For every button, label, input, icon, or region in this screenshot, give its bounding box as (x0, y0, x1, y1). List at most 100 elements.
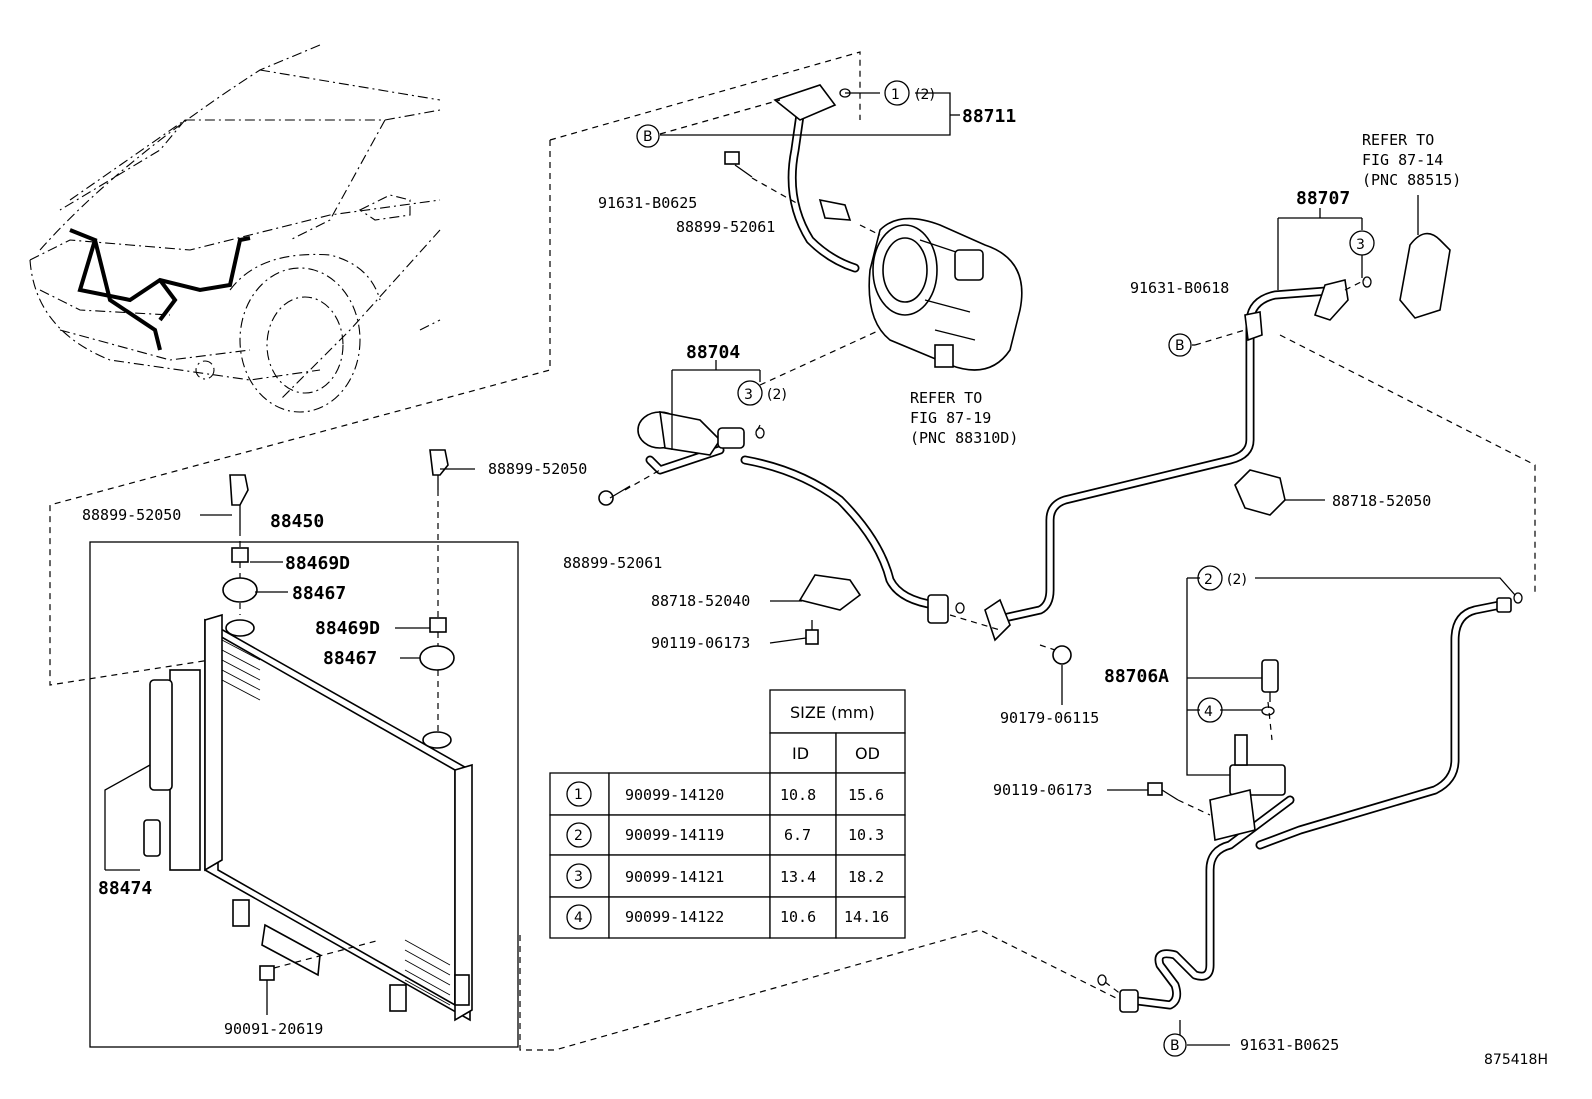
pressure-switch (1261, 659, 1279, 702)
row-key: 4 (574, 910, 583, 926)
callout-3-88704: 3 (2) (737, 380, 787, 406)
table-header-id: ID (792, 744, 809, 763)
row-od: 10.3 (848, 826, 884, 844)
leader-lines (104, 92, 1516, 1046)
label-88474: 88474 (98, 878, 152, 899)
label-88704: 88704 (686, 342, 740, 363)
callout-2-right: 2 (2) (1197, 565, 1247, 591)
ref-line: REFER TO (1362, 131, 1434, 149)
figure-id: 875418H (1484, 1052, 1548, 1068)
row-od: 18.2 (848, 868, 884, 886)
callout-2-num: 2 (1204, 572, 1213, 588)
compressor-reference-note: REFER TO FIG 87-19 (PNC 88310D) (910, 389, 1018, 447)
size-table: SIZE (mm) ID OD 1 90099-14120 10.8 15.6 … (549, 689, 906, 939)
row-id: 13.4 (780, 868, 816, 886)
bracket-88474 (143, 679, 173, 857)
label-88469D-a: 88469D (285, 553, 350, 574)
table-row: 3 90099-14121 13.4 18.2 (549, 854, 906, 898)
bolt-88899-52061-top (724, 151, 753, 178)
label-88899-52050-right: 88899-52050 (488, 460, 587, 478)
label-88718-52050: 88718-52050 (1332, 492, 1431, 510)
callout-b-letter: B (643, 129, 653, 145)
row-key: 3 (574, 869, 583, 885)
table-row: 2 90099-14119 6.7 10.3 (549, 814, 906, 856)
callout-b-letter: B (1175, 338, 1185, 354)
label-88707: 88707 (1296, 188, 1350, 209)
ref-line: FIG 87-19 (910, 409, 991, 427)
callout-b-mid: B (1168, 333, 1192, 357)
callout-3-num: 3 (744, 387, 753, 403)
label-90119-06173-mid: 90119-06173 (651, 634, 750, 652)
label-88899-52050-left: 88899-52050 (82, 506, 181, 524)
label-88718-52040: 88718-52040 (651, 592, 750, 610)
row-id: 6.7 (784, 826, 811, 844)
callout-4-num: 4 (1204, 704, 1213, 720)
ref-line: (PNC 88310D) (910, 429, 1018, 447)
callout-3-qty: (2) (767, 387, 787, 403)
label-90119-06173-right: 90119-06173 (993, 781, 1092, 799)
callout-1-num: 1 (891, 87, 900, 103)
compressor (868, 217, 1023, 371)
callout-1-top: 1 (2) (884, 80, 935, 106)
row-od: 14.16 (844, 908, 889, 926)
vehicle-outline (29, 44, 441, 413)
callout-3-num: 3 (1356, 237, 1365, 253)
clamp-88718-52050 (1234, 469, 1286, 516)
expansion-valve (1399, 232, 1451, 319)
ref-line: FIG 87-14 (1362, 151, 1443, 169)
label-88467-a: 88467 (292, 583, 346, 604)
table-row: 4 90099-14122 10.6 14.16 (549, 896, 906, 939)
label-90179-06115: 90179-06115 (1000, 709, 1099, 727)
ref-line: REFER TO (910, 389, 982, 407)
condenser-mounts (222, 449, 455, 671)
assembly-guide-lines (49, 51, 1536, 1051)
callout-2-qty: (2) (1227, 572, 1247, 588)
suction-hose-88704 (637, 410, 949, 624)
label-88467-b: 88467 (323, 648, 377, 669)
bolt-88899-52061-mid (598, 485, 631, 506)
table-header-od: OD (855, 744, 880, 763)
callout-1-qty: (2) (915, 87, 935, 103)
row-part: 90099-14119 (625, 826, 724, 844)
table-row: 1 90099-14120 10.8 15.6 (549, 772, 906, 816)
callout-b-letter: B (1170, 1038, 1180, 1054)
o-rings (755, 88, 1523, 986)
table-header-size: SIZE (mm) (790, 703, 875, 722)
label-88899-52061-mid: 88899-52061 (563, 554, 662, 572)
row-part: 90099-14122 (625, 908, 724, 926)
condenser-frame (89, 541, 519, 1048)
row-id: 10.6 (780, 908, 816, 926)
label-90091-20619: 90091-20619 (224, 1020, 323, 1038)
label-91631-b0625-top: 91631-B0625 (598, 194, 697, 212)
row-key: 2 (574, 828, 583, 844)
dashed-leaders (239, 99, 1366, 996)
bolt-90091-20619 (259, 965, 275, 1000)
discharge-hose-88711 (773, 84, 860, 273)
condenser-88450 (169, 613, 473, 1022)
callout-b-bottom: B (1163, 1033, 1187, 1057)
row-part: 90099-14120 (625, 786, 724, 804)
callout-b-top: B (636, 124, 660, 148)
nut-90179-06115 (1052, 645, 1072, 665)
pipe-88706A (1119, 597, 1512, 1013)
label-88450: 88450 (270, 511, 324, 532)
row-id: 10.8 (780, 786, 816, 804)
liquid-pipe-88707 (984, 279, 1349, 642)
label-88711: 88711 (962, 106, 1016, 127)
bolt-90119-06173-right (1147, 782, 1179, 801)
callout-3-88707: 3 (1349, 230, 1375, 256)
clamp-88718-52040 (798, 574, 862, 611)
label-88706A: 88706A (1104, 666, 1169, 687)
valve-reference-note: REFER TO FIG 87-14 (PNC 88515) (1362, 131, 1461, 189)
label-88469D-b: 88469D (315, 618, 380, 639)
label-91631-b0618: 91631-B0618 (1130, 279, 1229, 297)
row-key: 1 (574, 787, 583, 803)
row-od: 15.6 (848, 786, 884, 804)
label-91631-b0625-bottom: 91631-B0625 (1240, 1036, 1339, 1054)
callout-4-right: 4 (1197, 697, 1223, 723)
ref-line: (PNC 88515) (1362, 171, 1461, 189)
bolt-90119-06173-mid (805, 620, 819, 645)
label-88899-52061-top: 88899-52061 (676, 218, 775, 236)
row-part: 90099-14121 (625, 868, 724, 886)
